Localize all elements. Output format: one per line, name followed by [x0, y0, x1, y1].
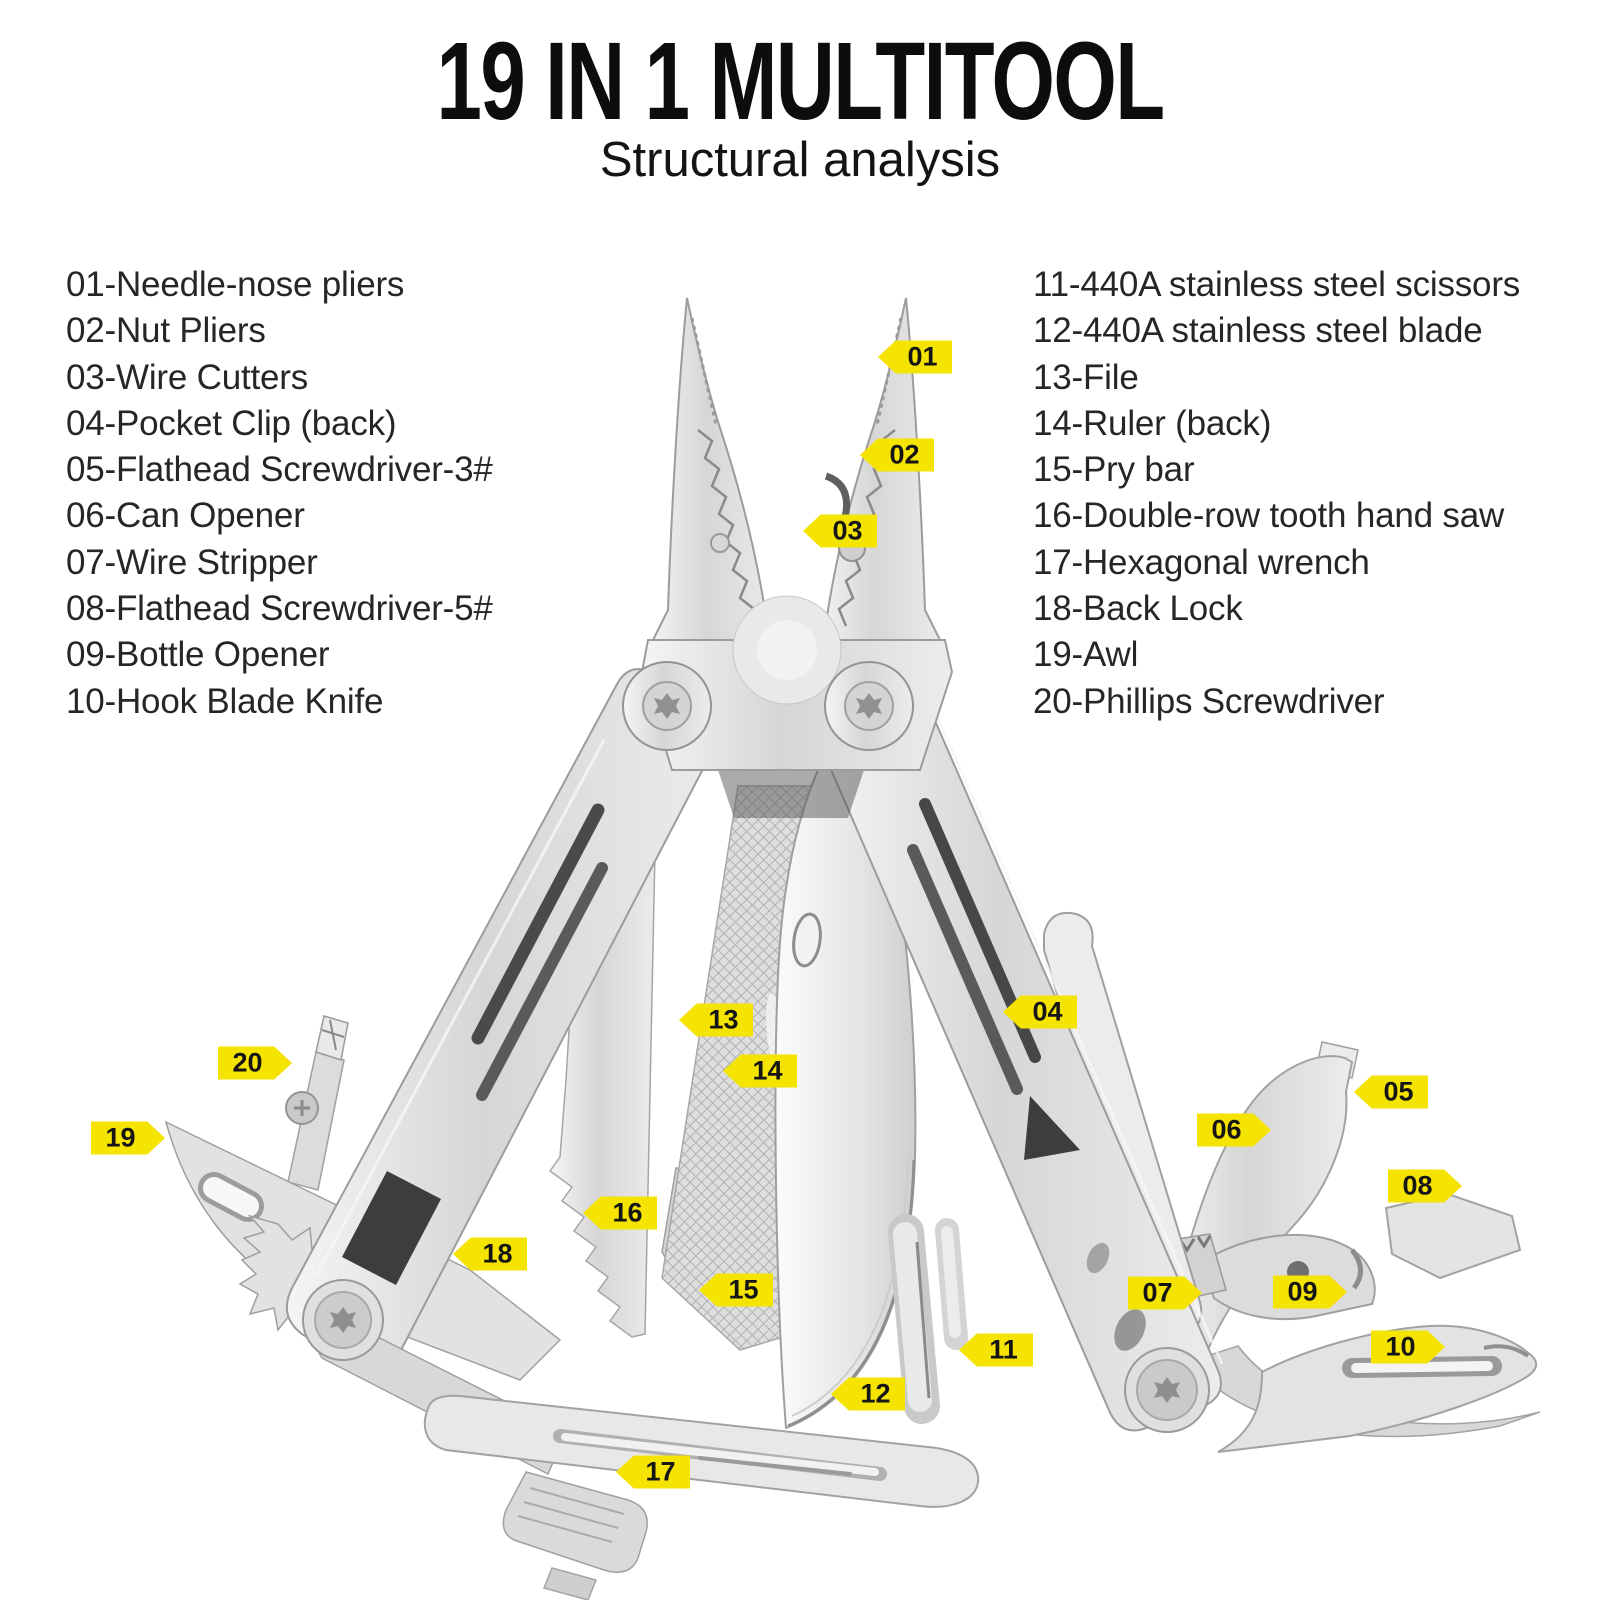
legend-item-02: 02-Nut Pliers	[66, 311, 266, 351]
header: 19 IN 1 MULTITOOL Structural analysis	[0, 26, 1600, 188]
legend-item-01: 01-Needle-nose pliers	[66, 265, 405, 304]
knife-blade	[774, 741, 917, 1430]
callout-05: 05	[1354, 1075, 1428, 1109]
legend-item-18: 18-Back Lock	[1033, 589, 1243, 629]
legend-item-16: 16-Double-row tooth hand saw	[1033, 496, 1505, 536]
legend-item-04: 04-Pocket Clip (back)	[66, 403, 397, 443]
callout-15: 15	[699, 1273, 773, 1307]
knurled-tab	[502, 1471, 648, 1600]
callout-12: 12	[831, 1377, 905, 1411]
jaw-rivet	[710, 533, 730, 553]
callout-06: 06	[1197, 1113, 1271, 1147]
callout-04: 04	[1003, 995, 1077, 1029]
callout-02: 02	[860, 438, 934, 472]
callout-01: 01	[878, 340, 952, 374]
page-title: 19 IN 1 MULTITOOL	[436, 19, 1166, 143]
callout-18: 18	[453, 1237, 527, 1271]
legend-item-10: 10-Hook Blade Knife	[66, 681, 384, 721]
callout-08: 08	[1388, 1169, 1462, 1203]
legend-right: 11-440A stainless steel scissors 12-440A …	[1033, 262, 1520, 725]
callout-10: 10	[1371, 1330, 1445, 1364]
callout-09: 09	[1273, 1275, 1347, 1309]
hook-blade-knife	[1186, 1324, 1541, 1453]
legend-item-15: 15-Pry bar	[1033, 450, 1195, 490]
page-subtitle: Structural analysis	[599, 133, 1001, 187]
legend-item-03: 03-Wire Cutters	[66, 357, 309, 397]
callout-19: 19	[91, 1121, 165, 1155]
callout-13: 13	[679, 1003, 753, 1037]
legend-item-08: 08-Flathead Screwdriver-5#	[66, 589, 493, 629]
legend-item-07: 07-Wire Stripper	[66, 542, 318, 582]
callout-16: 16	[583, 1196, 657, 1230]
callout-07: 07	[1128, 1276, 1202, 1310]
legend-item-20: 20-Phillips Screwdriver	[1033, 681, 1385, 721]
legend-item-19: 19-Awl	[1033, 635, 1139, 675]
callout-17: 17	[616, 1455, 690, 1489]
hexagonal-wrench	[423, 1394, 980, 1508]
callout-03: 03	[803, 514, 877, 548]
pivot-boss-center	[757, 620, 817, 680]
legend-item-17: 17-Hexagonal wrench	[1033, 542, 1370, 582]
legend-item-06: 06-Can Opener	[66, 496, 305, 536]
legend-left: 01-Needle-nose pliers 02-Nut Pliers 03-Wir…	[66, 262, 493, 725]
scissors	[888, 1214, 968, 1424]
callout-14: 14	[723, 1054, 797, 1088]
callout-20: 20	[218, 1046, 292, 1080]
legend-item-11: 11-440A stainless steel scissors	[1033, 265, 1521, 304]
phillips-screwdriver	[285, 1015, 349, 1191]
legend-item-14: 14-Ruler (back)	[1033, 403, 1272, 443]
callout-11: 11	[959, 1333, 1033, 1367]
legend-item-05: 05-Flathead Screwdriver-3#	[66, 450, 493, 490]
legend-item-13: 13-File	[1033, 357, 1139, 397]
legend-item-12: 12-440A stainless steel blade	[1033, 311, 1483, 351]
legend-item-09: 09-Bottle Opener	[66, 635, 330, 675]
